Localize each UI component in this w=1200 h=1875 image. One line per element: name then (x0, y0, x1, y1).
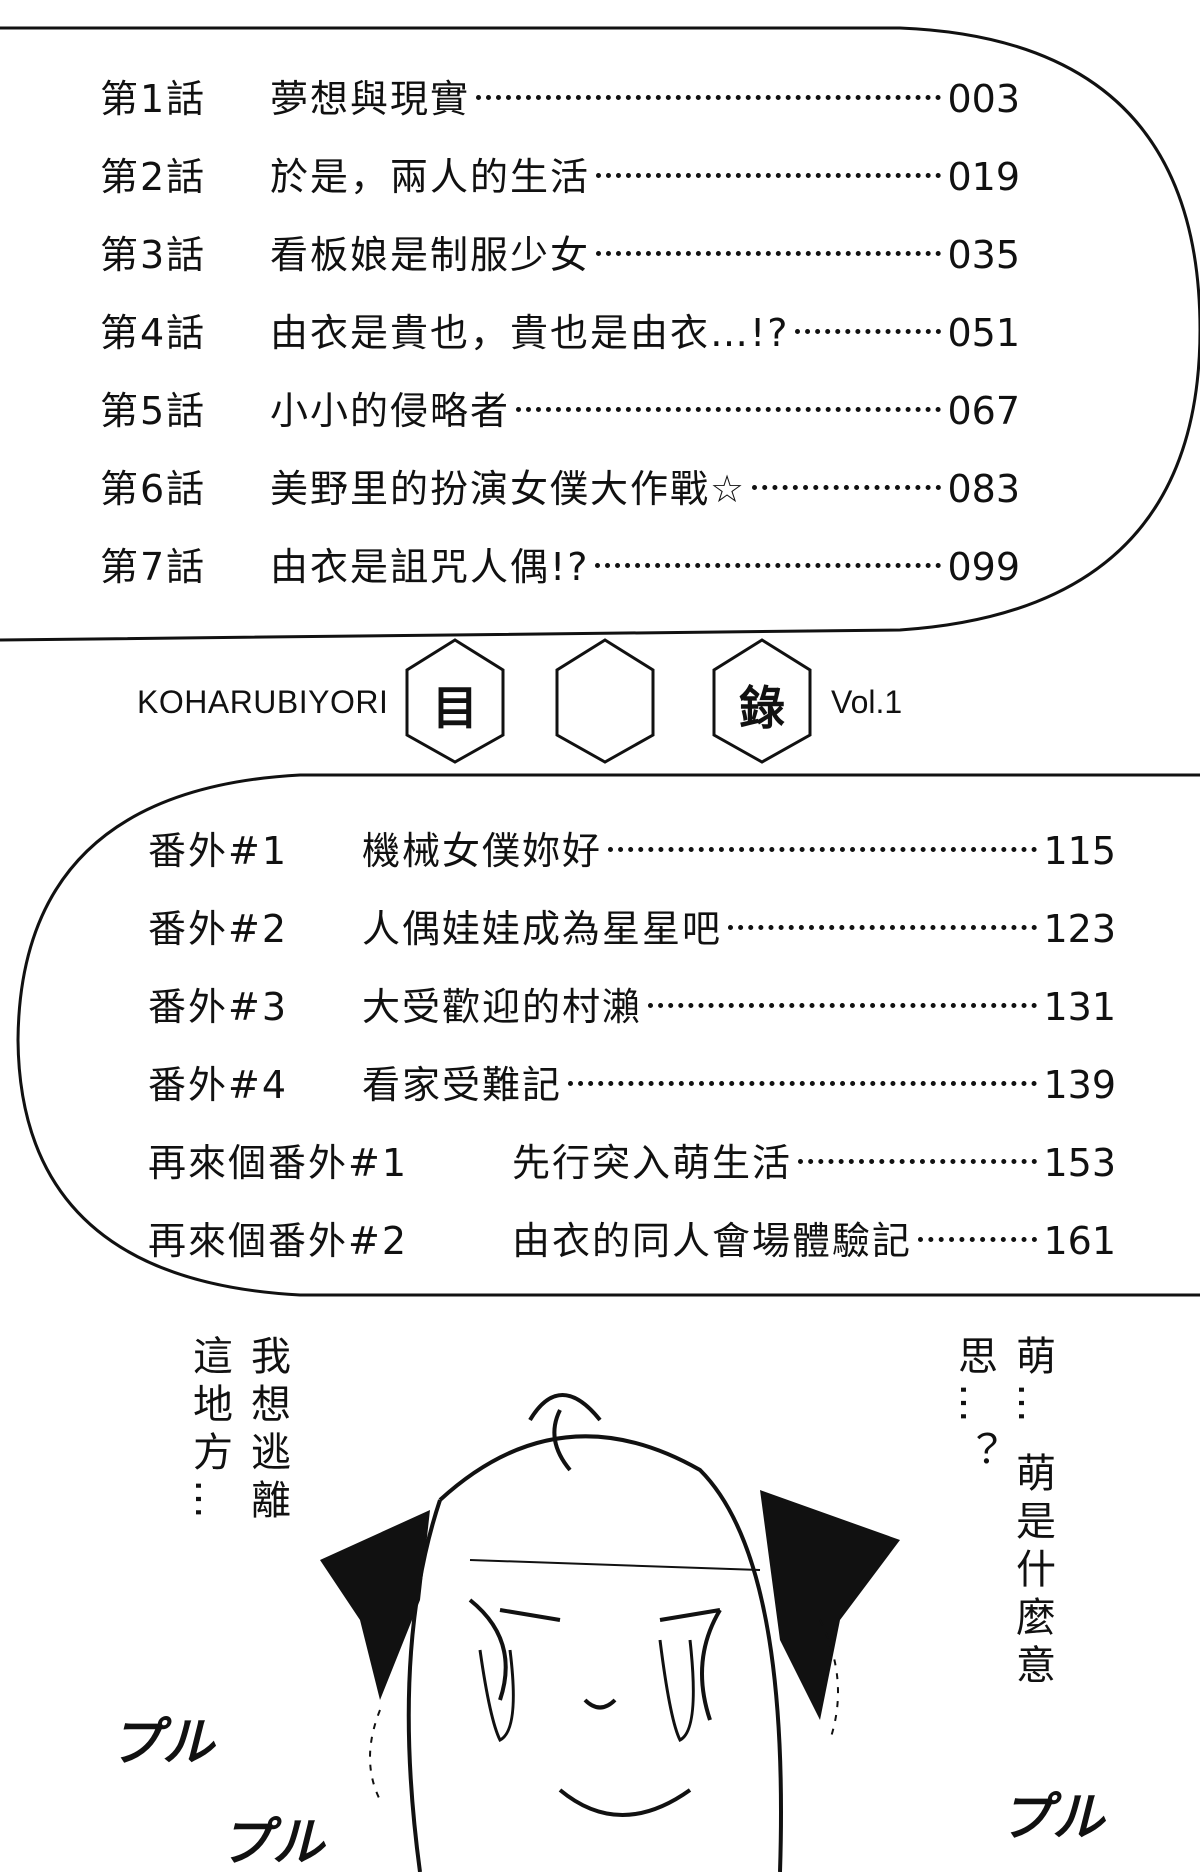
toc-row[interactable]: 番外#2 人偶娃娃成為星星吧 123 (148, 898, 1116, 953)
page-number: 003 (947, 77, 1020, 121)
dotted-leader (795, 329, 942, 334)
dotted-leader (728, 925, 1038, 930)
page-number: 019 (947, 155, 1020, 199)
dotted-leader (516, 407, 942, 412)
toc-row[interactable]: 第4話 由衣是貴也，貴也是由衣…!? 051 (100, 302, 1020, 357)
right-bow (760, 1490, 900, 1720)
toc-row[interactable]: 第7話 由衣是詛咒人偶!? 099 (100, 536, 1020, 591)
left-tear (478, 1649, 515, 1743)
speech-right-line2: 萌是什麼意思…？ (951, 1335, 1055, 1692)
toc-row[interactable]: 第3話 看板娘是制服少女 035 (100, 224, 1020, 279)
extra-title: 人偶娃娃成為星星吧 (362, 907, 723, 951)
page-number: 099 (947, 545, 1020, 589)
extra-title: 大受歡迎的村瀨 (362, 985, 643, 1029)
sfx-left-bottom: プル (220, 1813, 325, 1873)
toc-row[interactable]: 第1話 夢想與現實 003 (100, 68, 1020, 123)
extra-title: 由衣的同人會場體驗記 (512, 1219, 913, 1263)
sfx-left-top: プル (110, 1713, 215, 1773)
dotted-leader (752, 485, 942, 490)
sfx-right: プル (1000, 1788, 1105, 1848)
toc-row[interactable]: 再來個番外#1 先行突入萌生活 153 (148, 1132, 1116, 1187)
toc-row[interactable]: 番外#4 看家受難記 139 (148, 1054, 1116, 1109)
chapter-number: 第4話 (100, 311, 207, 355)
page-number: 035 (947, 233, 1020, 277)
extra-number: 番外#2 (148, 907, 289, 951)
right-tear (658, 1639, 695, 1743)
speech-right-line1: 萌… (1009, 1335, 1055, 1431)
chapter-number: 第3話 (100, 233, 207, 277)
chapter-title: 由衣是詛咒人偶!? (270, 545, 590, 589)
extra-number: 番外#3 (148, 985, 289, 1029)
speech-right: 萌… 萌是什麼意思…？ (945, 1335, 1061, 1735)
page-number: 083 (947, 467, 1020, 511)
chapter-title: 看板娘是制服少女 (270, 233, 591, 277)
page-number: 051 (947, 311, 1020, 355)
page-number: 153 (1043, 1141, 1116, 1185)
toc-row[interactable]: 第6話 美野里的扮演女僕大作戰☆ 083 (100, 458, 1020, 513)
speech-left-line2: 這地方… (186, 1335, 232, 1527)
toc-row[interactable]: 第5話 小小的侵略者 067 (100, 380, 1020, 435)
toc-row[interactable]: 番外#1 機械女僕妳好 115 (148, 820, 1116, 875)
page-number: 131 (1043, 985, 1116, 1029)
extra-number: 番外#4 (148, 1063, 289, 1107)
speech-left: 我想逃離 這地方… (180, 1335, 296, 1595)
toc-row[interactable]: 番外#3 大受歡迎的村瀨 131 (148, 976, 1116, 1031)
speech-left-line1: 我想逃離 (244, 1335, 290, 1527)
left-bow (320, 1510, 430, 1700)
chapter-title: 由衣是貴也，貴也是由衣…!? (270, 311, 790, 355)
extra-number: 番外#1 (148, 829, 289, 873)
dotted-leader (918, 1237, 1038, 1242)
extra-title: 先行突入萌生活 (512, 1141, 793, 1185)
chibi-girl-illustration (406, 1393, 783, 1872)
dotted-leader (596, 251, 942, 256)
hexagon-left (405, 638, 505, 764)
extra-title: 機械女僕妳好 (362, 829, 603, 873)
hexagon-char-lu: 錄 (739, 681, 785, 735)
chapter-number: 第5話 (100, 389, 207, 433)
hexagon-right (712, 638, 812, 764)
extra-title: 看家受難記 (362, 1063, 563, 1107)
chapter-number: 第7話 (100, 545, 207, 589)
page-number: 067 (947, 389, 1020, 433)
dotted-leader (798, 1159, 1038, 1164)
bottom-toc-border (16, 773, 1200, 1297)
chapter-title: 於是，兩人的生活 (270, 155, 591, 199)
page-number: 123 (1043, 907, 1116, 951)
page-number: 139 (1043, 1063, 1116, 1107)
hexagon-middle (555, 638, 655, 764)
chapter-title: 夢想與現實 (270, 77, 471, 121)
dotted-leader (568, 1081, 1038, 1086)
dotted-leader (476, 95, 942, 100)
extra-number: 再來個番外#1 (148, 1141, 409, 1185)
chapter-number: 第2話 (100, 155, 207, 199)
toc-row[interactable]: 第2話 於是，兩人的生活 019 (100, 146, 1020, 201)
chapter-number: 第6話 (100, 467, 207, 511)
dotted-leader (608, 847, 1038, 852)
chapter-number: 第1話 (100, 77, 207, 121)
page-number: 161 (1043, 1219, 1116, 1263)
hexagon-char-mu: 目 (432, 681, 478, 735)
page-number: 115 (1043, 829, 1116, 873)
toc-row[interactable]: 再來個番外#2 由衣的同人會場體驗記 161 (148, 1210, 1116, 1265)
dotted-leader (595, 563, 942, 568)
volume-label: Vol.1 (831, 684, 903, 720)
chapter-title: 小小的侵略者 (270, 389, 511, 433)
series-title: KOHARUBIYORI (137, 684, 389, 720)
extra-number: 再來個番外#2 (148, 1219, 409, 1263)
chapter-title: 美野里的扮演女僕大作戰☆ (270, 467, 747, 511)
motion-lines (369, 1619, 839, 1801)
dotted-leader (596, 173, 942, 178)
dotted-leader (648, 1003, 1038, 1008)
